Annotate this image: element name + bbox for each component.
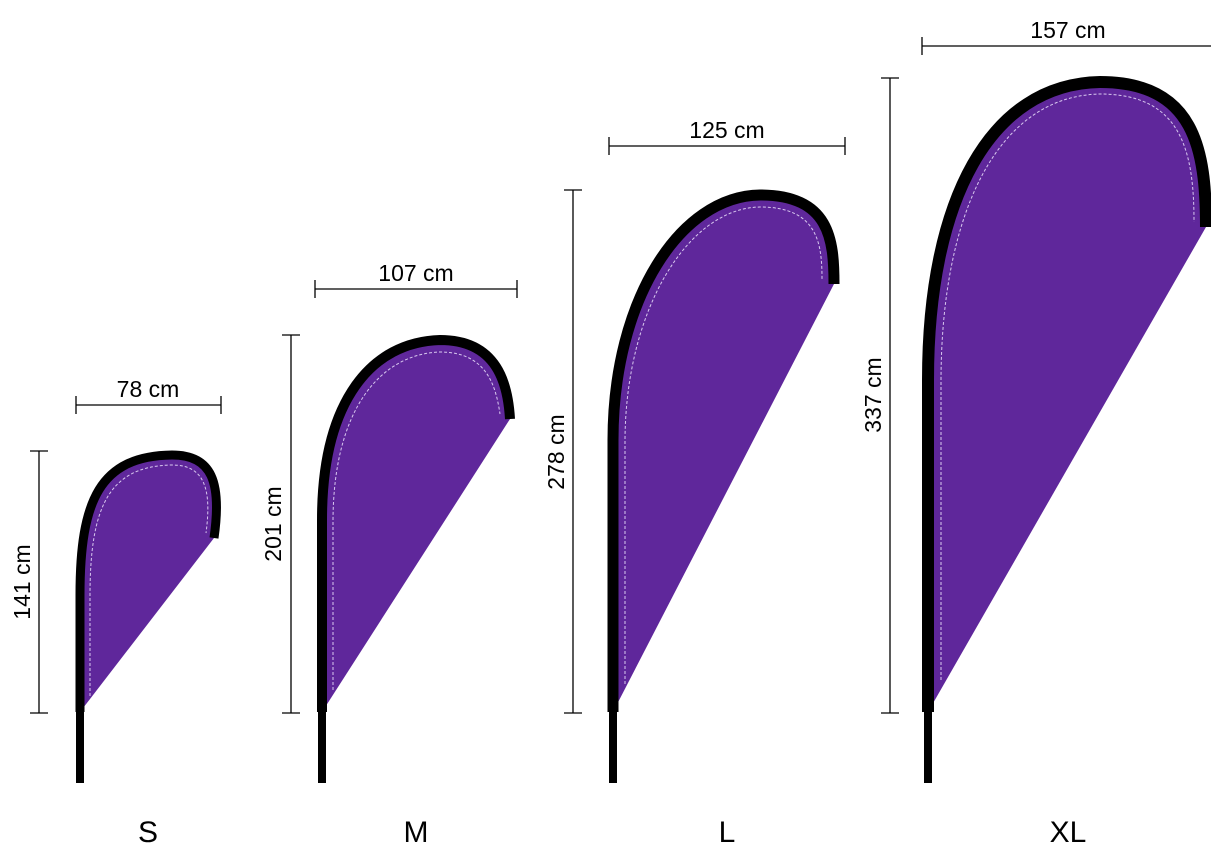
- flag-m-height-label: 201 cm: [260, 486, 286, 561]
- flag-xl-width-dimension: 157 cm: [921, 17, 1211, 55]
- flag-s-height-label: 141 cm: [9, 544, 35, 619]
- flag-l-size-label: L: [719, 816, 736, 843]
- flag-xl-frame: [922, 76, 1211, 712]
- flag-l-fabric: [613, 195, 834, 712]
- flag-s-width-label: 78 cm: [117, 376, 180, 402]
- flag-l-width-label: 125 cm: [689, 117, 764, 143]
- flag-xl-fabric: [928, 82, 1206, 712]
- flag-xl-width-label: 157 cm: [1030, 17, 1105, 43]
- flag-l-height-dimension: 278 cm: [543, 189, 582, 714]
- flag-xl: 157 cm 337 cm XL: [860, 17, 1211, 843]
- flag-m-width-dimension: 107 cm: [314, 260, 518, 298]
- flag-m: 107 cm 201 cm M: [260, 260, 518, 843]
- flag-l-stitching: [624, 206, 823, 684]
- flag-s-frame: [75, 450, 221, 712]
- flag-s-fabric: [80, 455, 217, 712]
- flag-l-frame: [607, 189, 840, 712]
- flag-xl-height-dimension: 337 cm: [860, 77, 899, 714]
- flag-l: 125 cm 278 cm L: [543, 117, 846, 843]
- flag-m-stitching: [332, 351, 501, 690]
- flag-m-width-label: 107 cm: [378, 260, 453, 286]
- flag-m-fabric: [322, 340, 510, 712]
- flag-xl-size-label: XL: [1050, 816, 1087, 843]
- flag-m-frame: [317, 335, 515, 712]
- flag-xl-stitching: [940, 93, 1195, 680]
- flag-s-height-dimension: 141 cm: [9, 450, 48, 714]
- flag-l-height-label: 278 cm: [543, 414, 569, 489]
- flag-l-width-dimension: 125 cm: [608, 117, 846, 155]
- flag-s-size-label: S: [138, 816, 158, 843]
- flag-s-width-dimension: 78 cm: [75, 376, 222, 414]
- flag-m-height-dimension: 201 cm: [260, 334, 300, 714]
- flag-s: 78 cm 141 cm S: [9, 376, 222, 843]
- flag-m-size-label: M: [404, 816, 429, 843]
- flag-xl-height-label: 337 cm: [860, 357, 886, 432]
